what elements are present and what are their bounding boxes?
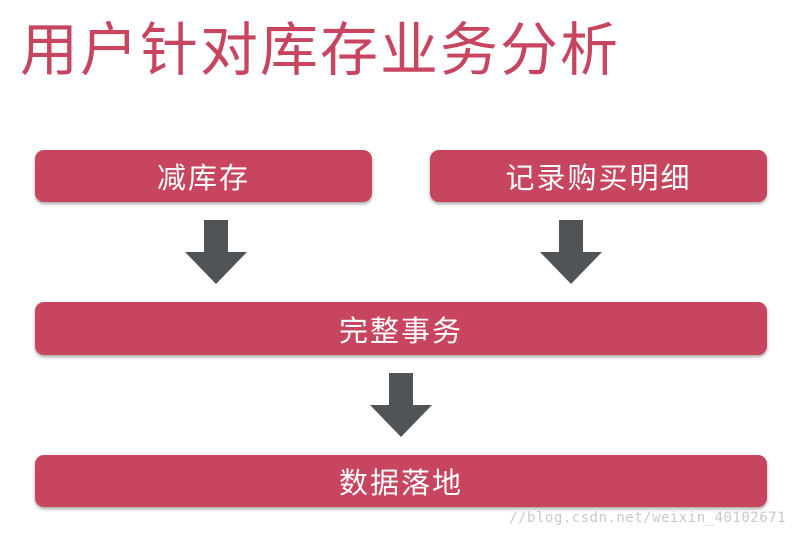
arrow-down-icon [540, 220, 602, 284]
slide-title: 用户针对库存业务分析 [20, 16, 621, 84]
node-label: 记录购买明细 [505, 161, 692, 195]
node-label: 数据落地 [338, 466, 463, 500]
arrow-down-icon [185, 220, 247, 284]
watermark: //blog.csdn.net/weixin_40102671 [509, 510, 786, 526]
node-record-details: 记录购买明细 [430, 150, 767, 202]
node-data-persistence: 数据落地 [35, 455, 767, 507]
node-label: 减库存 [156, 161, 250, 195]
node-complete-transaction: 完整事务 [35, 302, 767, 355]
node-reduce-inventory: 减库存 [35, 150, 372, 202]
arrow-down-icon [370, 373, 432, 437]
node-label: 完整事务 [338, 313, 463, 348]
